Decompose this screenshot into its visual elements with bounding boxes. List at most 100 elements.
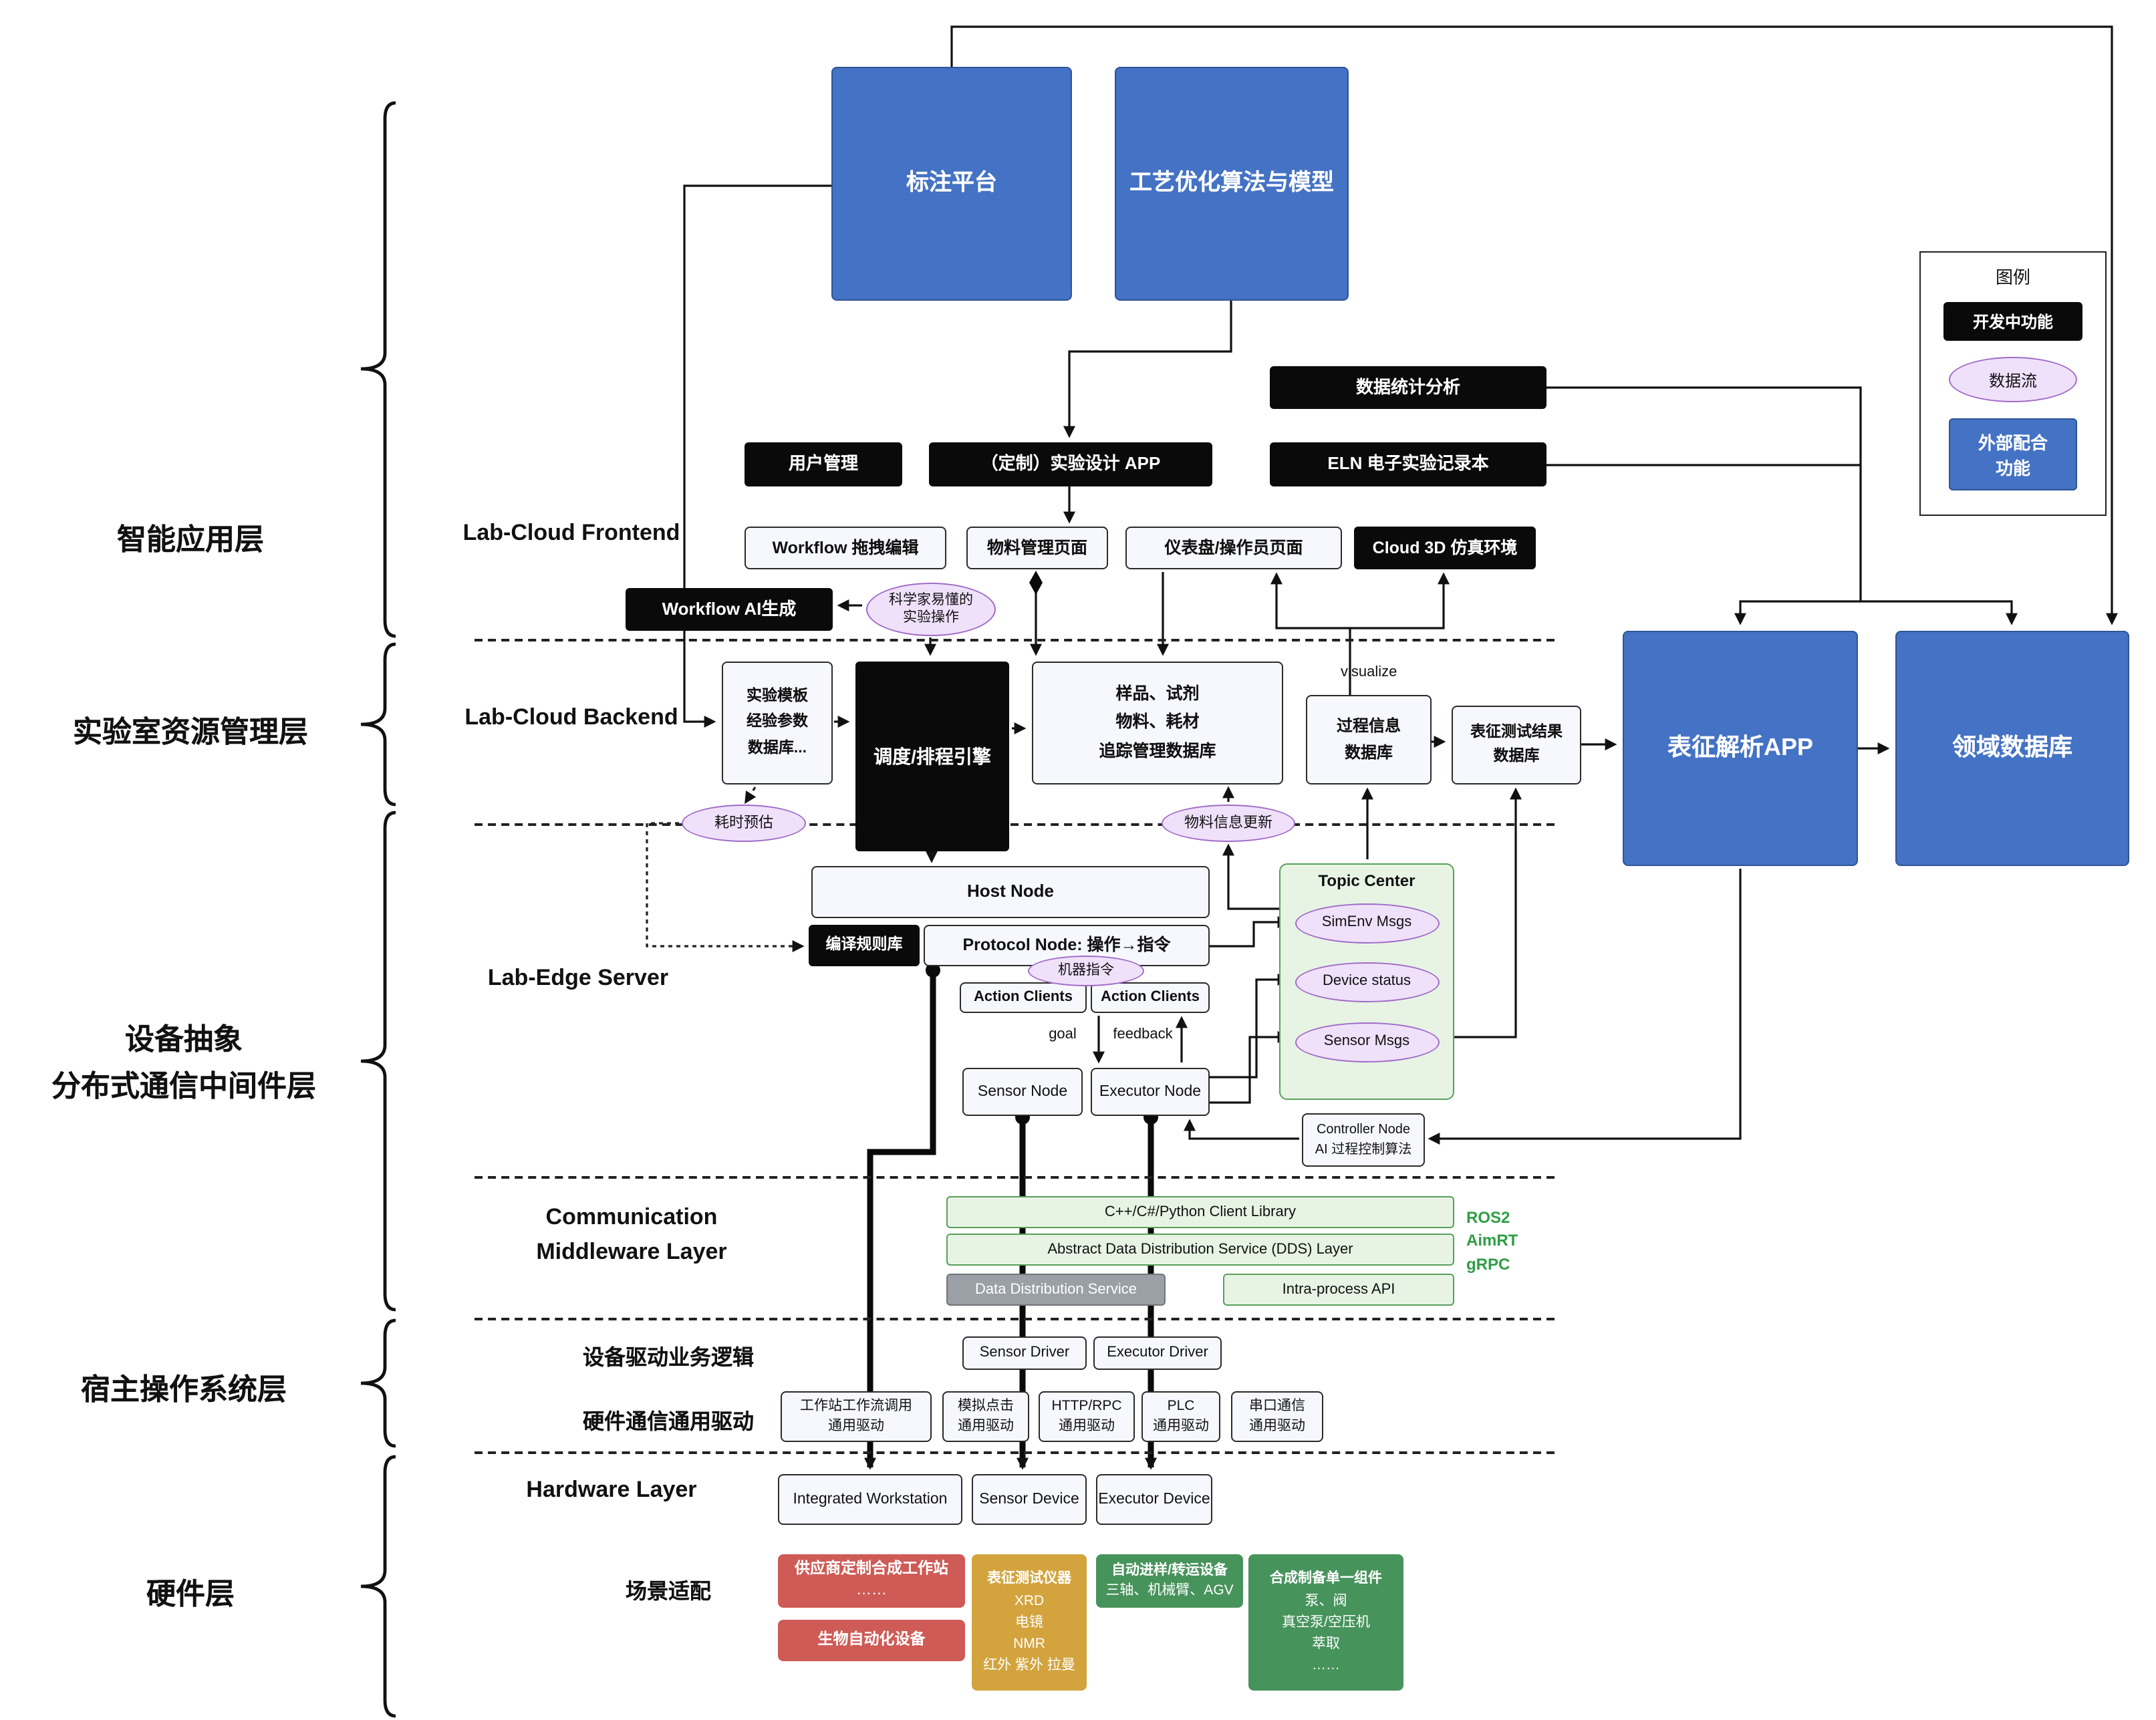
legend-dev-label: 开发中功能: [1972, 313, 2053, 331]
layer-separator-1: [475, 639, 1555, 641]
action-clients-1-label: Action Clients: [974, 989, 1073, 1006]
driver-serial-line1: 串口通信: [1249, 1398, 1305, 1415]
layer-separator-5: [475, 1451, 1555, 1454]
layer-separator-2: [475, 823, 1555, 826]
dds-layer-label: Abstract Data Distribution Service (DDS)…: [1047, 1241, 1353, 1258]
wire-protocol-to-simenv: [1210, 916, 1290, 948]
driver-workstation-line1: 工作站工作流调用: [800, 1398, 912, 1415]
compile-lib-box: 编译规则库: [809, 925, 920, 966]
sci-ops-flow: 科学家易懂的 实验操作: [866, 583, 996, 636]
machine-instr-flow: 机器指令: [1028, 956, 1144, 986]
hardware-section-label: Hardware Layer: [526, 1477, 697, 1502]
char-instrument-title: 表征测试仪器: [987, 1570, 1071, 1587]
vendor-workstation-line2: ……: [856, 1582, 887, 1598]
host-node-box: Host Node: [811, 866, 1210, 918]
legend: 图例 开发中功能 数据流 外部配合 功能: [1919, 251, 2107, 516]
middleware-section-label: Communication Middleware Layer: [468, 1200, 795, 1270]
domain-db-box: 领域数据库: [1895, 631, 2129, 866]
controller-node-line1: Controller Node: [1316, 1123, 1411, 1137]
wire-visualize-cloud3d: [1350, 572, 1450, 629]
layer-label-hardware: 硬件层: [146, 1577, 235, 1610]
intra-api-label: Intra-process API: [1282, 1281, 1395, 1298]
client-lib-label: C++/C#/Python Client Library: [1104, 1203, 1297, 1220]
synth-component-line5: ……: [1312, 1657, 1340, 1674]
char-app-label: 表征解析APP: [1667, 734, 1813, 761]
wire-branch-to-charapp: [1734, 600, 1861, 625]
legend-external-line1: 外部配合: [1978, 433, 2048, 453]
vendor-workstation-box: 供应商定制合成工作站 ……: [778, 1554, 965, 1608]
layer-separator-4: [475, 1318, 1555, 1320]
user-mgmt-label: 用户管理: [788, 453, 858, 474]
wire-procopt-to-customapp: [1063, 301, 1232, 438]
process-optimization-box: 工艺优化算法与模型: [1115, 67, 1349, 301]
device-status-flow: Device status: [1295, 962, 1439, 1002]
brace-hardware-layer: [360, 1455, 396, 1718]
simenv-msgs-label: SimEnv Msgs: [1321, 914, 1412, 931]
sample-db-line1: 样品、试剂: [1115, 684, 1200, 704]
sample-db-line2: 物料、耗材: [1115, 712, 1200, 732]
material-page-label: 物料管理页面: [986, 538, 1087, 557]
executor-device-box: Executor Device: [1096, 1474, 1212, 1525]
frontend-section-label: Lab-Cloud Frontend: [462, 520, 680, 545]
driver-serial-box: 串口通信 通用驱动: [1231, 1391, 1323, 1442]
middleware-label-line1: Communication: [545, 1204, 718, 1230]
sensor-device-label: Sensor Device: [979, 1491, 1079, 1508]
material-page-box: 物料管理页面: [966, 527, 1108, 569]
edge-section-label: Lab-Edge Server: [487, 965, 669, 990]
legend-dev-item: 开发中功能: [1943, 302, 2082, 341]
custom-exp-app-label: （定制）实验设计 APP: [980, 453, 1161, 474]
sci-ops-line1: 科学家易懂的: [889, 591, 973, 608]
executor-node-label: Executor Node: [1099, 1083, 1202, 1100]
backend-section-label: Lab-Cloud Backend: [464, 704, 678, 730]
action-clients-1-box: Action Clients: [960, 982, 1087, 1013]
topic-center-title: Topic Center: [1318, 871, 1416, 890]
sensor-msgs-flow: Sensor Msgs: [1295, 1022, 1439, 1062]
executor-driver-label: Executor Driver: [1107, 1344, 1208, 1361]
data-stats-box: 数据统计分析: [1270, 366, 1546, 409]
dds-layer-box: Abstract Data Distribution Service (DDS)…: [946, 1234, 1454, 1266]
middleware-label-line2: Middleware Layer: [536, 1239, 727, 1265]
device-status-label: Device status: [1322, 973, 1411, 990]
time-estimate-label: 耗时预估: [714, 815, 773, 831]
bio-automation-box: 生物自动化设备: [778, 1620, 965, 1661]
legend-external-item: 外部配合 功能: [1949, 418, 2077, 490]
process-optimization-label: 工艺优化算法与模型: [1129, 170, 1334, 196]
transfer-device-box: 自动进样/转运设备 三轴、机械臂、AGV: [1096, 1554, 1243, 1608]
dashboard-page-box: 仪表盘/操作员页面: [1125, 527, 1342, 569]
driver-http-line1: HTTP/RPC: [1051, 1398, 1122, 1415]
scheduler-label: 调度/排程引擎: [873, 745, 991, 767]
brace-device-layer: [360, 811, 396, 1312]
char-db-line1: 表征测试结果: [1470, 724, 1563, 741]
brace-hostos-layer: [360, 1318, 396, 1448]
wire-template-to-timeest: [745, 786, 757, 805]
driver-plc-box: PLC 通用驱动: [1141, 1391, 1220, 1442]
legend-title: 图例: [1995, 267, 2030, 287]
simenv-msgs-flow: SimEnv Msgs: [1295, 903, 1439, 944]
synth-component-line3: 真空泵/空压机: [1282, 1614, 1370, 1630]
host-node-label: Host Node: [967, 881, 1054, 901]
wire-controller-to-executor: [1184, 1119, 1299, 1140]
visualize-label: visualize: [1341, 664, 1397, 680]
driver-logic-label: 设备驱动业务逻辑: [582, 1347, 754, 1370]
driver-plc-line2: 通用驱动: [1153, 1418, 1209, 1434]
sensor-node-box: Sensor Node: [962, 1068, 1083, 1116]
eln-box: ELN 电子实验记录本: [1270, 442, 1546, 486]
char-app-box: 表征解析APP: [1623, 631, 1858, 866]
wire-charapp-to-controller: [1428, 869, 1742, 1145]
wire-timeest-to-compilelib: [646, 822, 805, 952]
char-instrument-box: 表征测试仪器 XRD 电镜 NMR 红外 紫外 拉曼: [972, 1554, 1087, 1691]
stack-aimrt: AimRT: [1466, 1231, 1518, 1250]
synth-component-line2: 泵、阀: [1305, 1592, 1347, 1609]
layer-separator-3: [475, 1176, 1555, 1179]
action-clients-2-label: Action Clients: [1101, 989, 1200, 1006]
synth-component-box: 合成制备单一组件 泵、阀 真空泵/空压机 萃取 ……: [1248, 1554, 1403, 1691]
goal-label: goal: [1049, 1026, 1077, 1042]
vendor-workstation-line1: 供应商定制合成工作站: [795, 1561, 948, 1578]
driver-workstation-box: 工作站工作流调用 通用驱动: [781, 1391, 932, 1442]
wire-topic-to-materialupdate: [1222, 843, 1279, 910]
driver-click-box: 模拟点击 通用驱动: [942, 1391, 1029, 1442]
layer-label-resource: 实验室资源管理层: [72, 715, 308, 748]
driver-http-line2: 通用驱动: [1059, 1418, 1115, 1434]
integrated-workstation-label: Integrated Workstation: [793, 1491, 948, 1508]
driver-plc-line1: PLC: [1167, 1398, 1195, 1415]
